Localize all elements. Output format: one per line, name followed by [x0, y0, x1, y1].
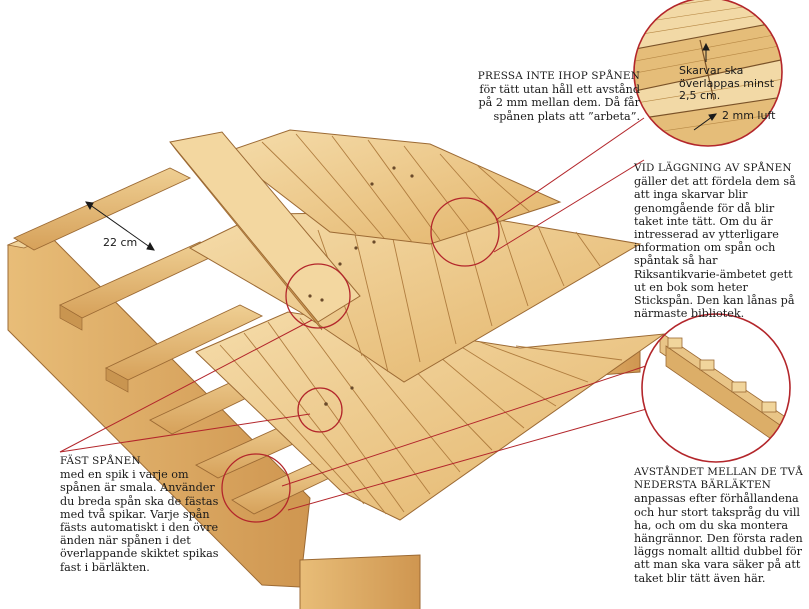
callout-circle-eave: [221, 453, 291, 523]
note-distance-heading: AVSTÅNDET MELLAN DE TVÅ NEDERSTA BÄRLÄKT…: [634, 466, 803, 492]
callout-circle-overlap: [430, 197, 500, 267]
rafter-left: [59, 304, 83, 331]
note-laying-heading: VID LÄGGNING AV SPÅNEN: [634, 162, 792, 174]
note-fasten-body: med en spik i varje om spånen är smala. …: [60, 468, 219, 574]
note-distance-body: anpassas efter förhållandena och hur sto…: [634, 492, 803, 585]
note-fasten-heading: FÄST SPÅNEN: [60, 455, 141, 467]
callout-lines: [59, 117, 659, 511]
gap-label: 2 mm luft: [722, 109, 776, 122]
lifted-shingle: [169, 131, 361, 331]
note-laying-body: gäller det att fördela dem så att inga s…: [634, 175, 796, 321]
note-laying: VID LÄGGNING AV SPÅNEN gäller det att fö…: [634, 162, 806, 320]
nails: [308, 166, 414, 406]
detail-circle-eave: [641, 313, 791, 463]
overlap-label: Skarvar ska överlappas minst 2,5 cm.: [679, 64, 775, 102]
note-distance: AVSTÅNDET MELLAN DE TVÅ NEDERSTA BÄRLÄKT…: [634, 466, 806, 585]
note-press: PRESSA INTE IHOP SPÅNEN för tätt utan hå…: [468, 70, 640, 123]
shingle-row-bottom: [195, 311, 666, 521]
callout-circle-nail-bottom: [297, 387, 343, 433]
note-press-heading: PRESSA INTE IHOP SPÅNEN: [477, 70, 640, 82]
note-press-body: för tätt utan håll ett avstånd på 2 mm m…: [478, 83, 640, 123]
dimension-label: 22 cm: [103, 236, 138, 249]
callout-circle-nail-top: [285, 263, 351, 329]
dimension-line: [85, 201, 155, 251]
shingle-row-top: [224, 129, 562, 245]
rafter-mid: [105, 367, 129, 393]
bottom-rafter-right: [299, 554, 421, 609]
note-fasten: FÄST SPÅNEN med en spik i varje om spåne…: [60, 455, 222, 574]
lath-1: [13, 167, 192, 251]
